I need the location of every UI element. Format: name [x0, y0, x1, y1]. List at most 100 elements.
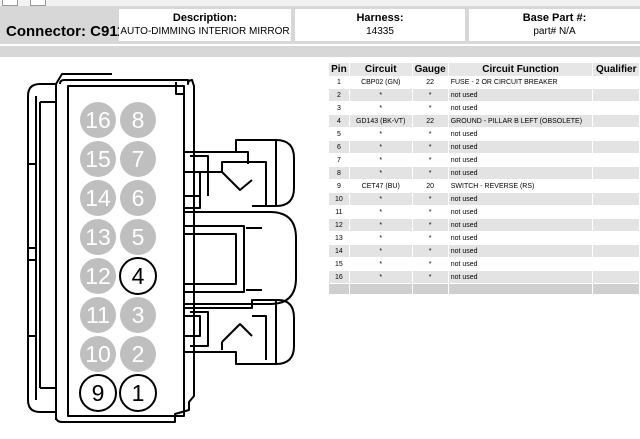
- cell-pin: 7: [329, 153, 350, 167]
- connector-header: Connector: C911 Description: AUTO-DIMMIN…: [0, 6, 640, 44]
- table-row: 14**not used: [329, 244, 640, 258]
- cell-circuit: *: [349, 270, 413, 284]
- cell-gauge: *: [412, 88, 449, 102]
- pin-5: 5: [120, 219, 156, 255]
- cell-function: not used: [448, 101, 594, 115]
- footer-cell: [448, 283, 594, 295]
- column-header-gauge: Gauge: [412, 63, 449, 76]
- cell-gauge: *: [412, 192, 449, 206]
- pin-circle: [120, 102, 156, 138]
- pin-8: 8: [120, 102, 156, 138]
- cell-function: not used: [448, 127, 594, 141]
- pin-7: 7: [120, 141, 156, 177]
- pin-number: 16: [85, 107, 111, 133]
- pin-number: 12: [85, 263, 111, 289]
- pin-circle: [80, 102, 116, 138]
- pin-15: 15: [80, 141, 116, 177]
- footer-cell: [329, 283, 350, 295]
- cell-gauge: *: [412, 218, 449, 232]
- pin-9: 9: [79, 374, 117, 412]
- cell-qualifier: [592, 127, 640, 141]
- cell-pin: 16: [329, 270, 350, 284]
- pin-13: 13: [80, 219, 116, 255]
- table-row: 16**not used: [329, 270, 640, 284]
- base-part-cell: Base Part #: part# N/A: [469, 9, 640, 41]
- cell-qualifier: [592, 257, 640, 271]
- table-row: 10**not used: [329, 192, 640, 206]
- cell-qualifier: [592, 205, 640, 219]
- pin-number: 1: [132, 380, 145, 406]
- pin-number: 7: [132, 146, 145, 172]
- cell-pin: 2: [329, 88, 350, 102]
- cell-function: not used: [448, 166, 594, 180]
- pin-2: 2: [120, 336, 156, 372]
- cell-gauge: *: [412, 127, 449, 141]
- cell-qualifier: [592, 153, 640, 167]
- cell-qualifier: [592, 218, 640, 232]
- table-row: 12**not used: [329, 218, 640, 232]
- footer-cell: [592, 283, 640, 295]
- cell-circuit: *: [349, 218, 413, 232]
- harness-label: Harness:: [356, 12, 404, 24]
- description-cell: Description: AUTO-DIMMING INTERIOR MIRRO…: [119, 9, 291, 41]
- tab-stub[interactable]: [30, 0, 46, 6]
- cell-pin: 11: [329, 205, 350, 219]
- pin-16: 16: [80, 102, 116, 138]
- cell-qualifier: [592, 140, 640, 154]
- pin-1: 1: [119, 374, 157, 412]
- cell-qualifier: [592, 179, 640, 193]
- tab-stub[interactable]: [2, 0, 18, 6]
- pin-3: 3: [120, 297, 156, 333]
- cell-function: not used: [448, 192, 594, 206]
- header-divider-bar: [0, 46, 640, 57]
- pin-circle: [80, 297, 116, 333]
- cell-gauge: *: [412, 140, 449, 154]
- table-row: 15**not used: [329, 257, 640, 271]
- table-row: 7**not used: [329, 153, 640, 167]
- cell-function: SWITCH - REVERSE (RS): [448, 179, 594, 193]
- cell-pin: 6: [329, 140, 350, 154]
- cell-gauge: *: [412, 205, 449, 219]
- cell-pin: 12: [329, 218, 350, 232]
- cell-pin: 8: [329, 166, 350, 180]
- cell-gauge: 20: [412, 179, 449, 193]
- pin-circle: [120, 180, 156, 216]
- pin-circle: [120, 297, 156, 333]
- cell-circuit: GD143 (BK-VT): [349, 114, 413, 128]
- cell-circuit: *: [349, 244, 413, 258]
- base-part-label: Base Part #:: [522, 12, 587, 24]
- pin-circle: [120, 336, 156, 372]
- cell-gauge: *: [412, 244, 449, 258]
- cell-circuit: *: [349, 166, 413, 180]
- footer-cell: [412, 283, 449, 295]
- cell-circuit: *: [349, 205, 413, 219]
- pin-number: 14: [85, 185, 111, 211]
- cell-gauge: *: [412, 257, 449, 271]
- cell-qualifier: [592, 166, 640, 180]
- cell-pin: 4: [329, 114, 350, 128]
- cell-circuit: *: [349, 127, 413, 141]
- column-header-qualifier: Qualifier: [592, 63, 640, 76]
- cell-gauge: 22: [412, 114, 449, 128]
- column-header-circuit: Circuit: [349, 63, 413, 76]
- cell-circuit: *: [349, 101, 413, 115]
- cell-pin: 3: [329, 101, 350, 115]
- cell-function: not used: [448, 218, 594, 232]
- lower-latch: [184, 299, 295, 365]
- table-row: 5**not used: [329, 127, 640, 141]
- harness-value: 14335: [366, 26, 394, 37]
- cell-function: not used: [448, 140, 594, 154]
- cell-function: FUSE - 2 OR CIRCUIT BREAKER: [448, 76, 594, 89]
- cell-function: GROUND - PILLAR B LEFT (OBSOLETE): [448, 114, 594, 128]
- pin-number: 5: [132, 224, 145, 250]
- upper-latch: [184, 139, 295, 209]
- connector-title: Connector: C911: [6, 23, 126, 40]
- pin-circle: [80, 219, 116, 255]
- cell-function: not used: [448, 257, 594, 271]
- pin-number: 4: [132, 263, 145, 289]
- table-row: 8**not used: [329, 166, 640, 180]
- cell-qualifier: [592, 76, 640, 89]
